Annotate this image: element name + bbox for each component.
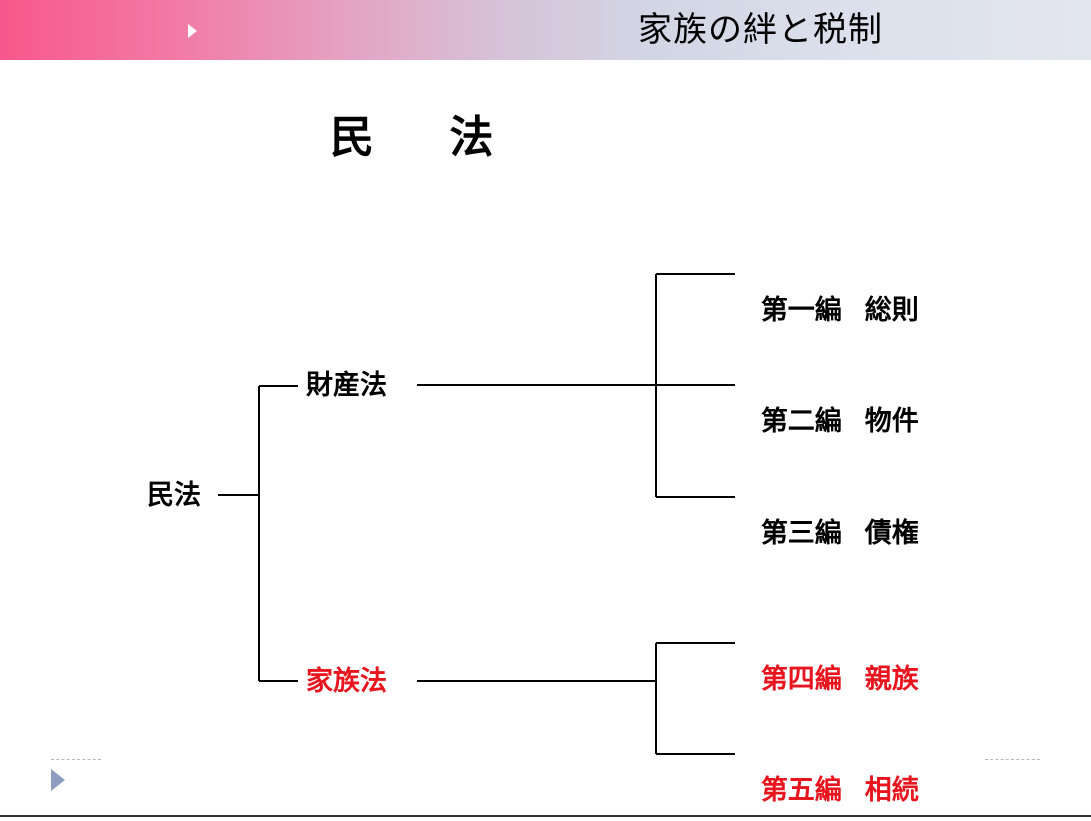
header-title: 家族の絆と税制 <box>638 10 883 50</box>
node-book-5: 第五編 相続 <box>742 737 919 806</box>
footer-divider <box>0 815 1091 817</box>
node-family-law: 家族法 <box>306 666 387 697</box>
page-title: 民 法 <box>330 112 524 163</box>
node-book-3-label: 第三編 債権 <box>760 518 919 549</box>
node-root: 民法 <box>147 480 201 511</box>
node-book-3: 第三編 債権 <box>742 480 919 549</box>
node-book-2: 第二編 物件 <box>742 368 919 437</box>
triangle-right-icon <box>51 769 65 791</box>
node-book-1-label: 第一編 総則 <box>760 295 919 326</box>
node-book-4: 第四編 親族 <box>742 626 919 695</box>
node-book-5-label: 第五編 相続 <box>760 775 919 806</box>
triangle-right-icon <box>188 24 197 38</box>
header-bar: 家族の絆と税制 <box>0 0 1091 60</box>
node-book-1: 第一編 総則 <box>742 257 919 326</box>
footer-dash-left <box>51 759 101 760</box>
node-property-law: 財産法 <box>306 370 387 401</box>
footer-dash-right <box>985 759 1040 760</box>
node-book-2-label: 第二編 物件 <box>760 406 919 437</box>
node-book-4-label: 第四編 親族 <box>760 664 919 695</box>
